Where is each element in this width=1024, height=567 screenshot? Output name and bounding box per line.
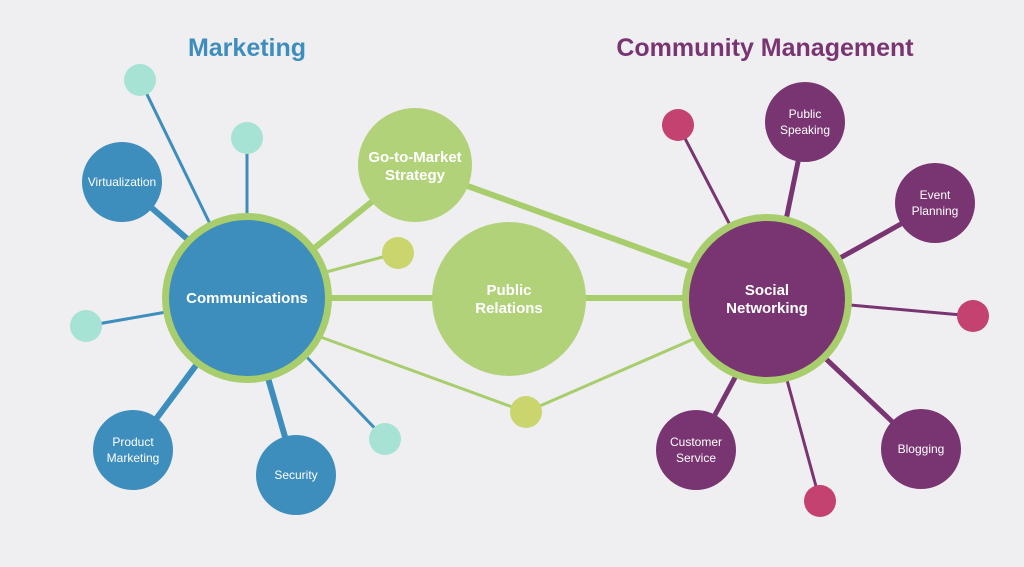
- product-marketing-node: [93, 410, 173, 490]
- virtualization-node: [82, 142, 162, 222]
- mint-dot: [124, 64, 156, 96]
- communications-hub: [169, 220, 325, 376]
- security-node: [256, 435, 336, 515]
- customer-service-label-line2: Service: [676, 451, 716, 465]
- magenta-dot: [957, 300, 989, 332]
- connector-magenta-dot-bottom: [785, 379, 822, 502]
- connector-magenta-dot-right: [849, 303, 974, 318]
- customer-service-label-line1: Customer: [670, 435, 722, 449]
- event-planning-node: [895, 163, 975, 243]
- blogging-label: Blogging: [898, 442, 945, 456]
- connector-mint-dot-right: [298, 348, 387, 441]
- public-relations-node: [432, 222, 586, 376]
- security-label: Security: [274, 468, 317, 482]
- go-to-market-strategy-node: [358, 108, 472, 222]
- go-to-market-strategy-label-line2: Strategy: [385, 167, 446, 184]
- blogging-node: [881, 409, 961, 489]
- magenta-dot: [662, 109, 694, 141]
- community-management-heading: Community Management: [616, 34, 914, 62]
- connector-communications-lower-dot: [314, 333, 527, 414]
- marketing-heading: Marketing: [188, 34, 306, 62]
- event-planning-label-line1: Event: [920, 188, 951, 202]
- communications-hub-label: Communications: [186, 290, 308, 307]
- social-networking-hub-label-line1: Social: [745, 282, 789, 299]
- connector-magenta-dot-top: [676, 124, 732, 226]
- virtualization-label: Virtualization: [88, 175, 156, 189]
- mint-dot: [231, 122, 263, 154]
- product-marketing-label-line1: Product: [112, 435, 154, 449]
- mint-dot: [70, 310, 102, 342]
- olive-dot: [382, 237, 414, 269]
- event-planning-label-line2: Planning: [912, 204, 959, 218]
- customer-service-node: [656, 410, 736, 490]
- social-networking-hub-label-line2: Networking: [726, 300, 808, 317]
- social-networking-hub: [689, 221, 845, 377]
- connector-mint-dot-top: [138, 79, 214, 229]
- public-relations-label-line2: Relations: [475, 300, 543, 317]
- public-relations-label-line1: Public: [486, 282, 531, 299]
- dots: [70, 64, 989, 517]
- go-to-market-strategy-label-line1: Go-to-Market: [368, 149, 461, 166]
- magenta-dot: [804, 485, 836, 517]
- public-speaking-label-line2: Speaking: [780, 123, 830, 137]
- public-speaking-node: [765, 82, 845, 162]
- olive-dot: [510, 396, 542, 428]
- product-marketing-label-line2: Marketing: [107, 451, 160, 465]
- connector-lower-dot-social-networking: [525, 336, 697, 414]
- mint-dot: [369, 423, 401, 455]
- public-speaking-label-line1: Public: [789, 107, 822, 121]
